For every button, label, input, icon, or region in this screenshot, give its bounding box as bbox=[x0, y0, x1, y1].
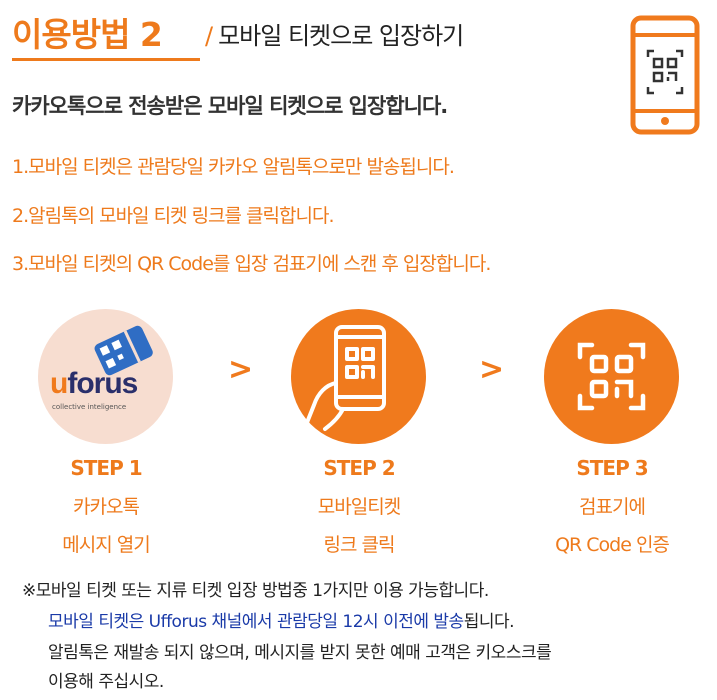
subtitle-text: 모바일 티켓으로 입장하기 bbox=[218, 22, 464, 50]
step2-line2: 링크 클릭 bbox=[323, 534, 396, 556]
step3-line1: 검표기에 bbox=[579, 496, 646, 518]
step3-line2: QR Code 인증 bbox=[555, 534, 670, 556]
instructions-subtitle: 카카오톡으로 전송받은 모바일 티켓으로 입장합니다. bbox=[12, 94, 448, 118]
note-line-4: 이용해 주십시오. bbox=[48, 672, 164, 692]
step1-label: STEP 1 bbox=[70, 456, 142, 480]
page-title: 이용방법 2 bbox=[12, 15, 163, 54]
arrow-right-icon: > bbox=[479, 352, 505, 387]
step2-hand-phone-circle bbox=[291, 309, 426, 444]
step2-label: STEP 2 bbox=[323, 456, 395, 480]
instruction-1: 1.모바일 티켓은 관람당일 카카오 알림톡으로만 발송됩니다. bbox=[12, 156, 455, 178]
note-line-2-blue: 모바일 티켓은 Ufforus 채널에서 관람당일 12시 이전에 발송 bbox=[48, 612, 464, 632]
step1-line1: 카카오톡 bbox=[73, 496, 140, 518]
qr-scan-icon bbox=[577, 342, 646, 411]
step3-label: STEP 3 bbox=[576, 456, 648, 480]
note-line-2: 모바일 티켓은 Ufforus 채널에서 관람당일 12시 이전에 발송됩니다. bbox=[48, 607, 515, 632]
note-line-2-black: 됩니다. bbox=[463, 612, 515, 632]
note-line-3: 알림톡은 재발송 되지 않으며, 메시지를 받지 못한 예매 고객은 키오스크를 bbox=[48, 643, 552, 663]
step2-line1: 모바일티켓 bbox=[317, 496, 401, 518]
ticket-qr-icon bbox=[94, 325, 153, 376]
title-underline bbox=[12, 58, 200, 61]
step1-line2: 메시지 열기 bbox=[62, 534, 150, 556]
uforus-tagline: collective inteligence bbox=[52, 403, 127, 411]
page-subtitle-right: /모바일 티켓으로 입장하기 bbox=[205, 16, 464, 51]
step3-qr-scan-circle bbox=[544, 309, 679, 444]
uforus-wordmark: uforus bbox=[50, 367, 138, 400]
mobile-qr-icon bbox=[630, 15, 700, 135]
instruction-2: 2.알림톡의 모바일 티켓 링크를 클릭합니다. bbox=[12, 205, 334, 227]
hand-phone-icon bbox=[304, 325, 386, 431]
title-slash: / bbox=[205, 22, 213, 50]
note-line-1: ※모바일 티켓 또는 지류 티켓 입장 방법중 1가지만 이용 가능합니다. bbox=[22, 581, 489, 601]
instruction-3: 3.모바일 티켓의 QR Code를 입장 검표기에 스캔 후 입장합니다. bbox=[12, 253, 491, 275]
step1-uforus-logo: uforus collective inteligence bbox=[38, 309, 173, 444]
arrow-right-icon: > bbox=[228, 352, 254, 387]
